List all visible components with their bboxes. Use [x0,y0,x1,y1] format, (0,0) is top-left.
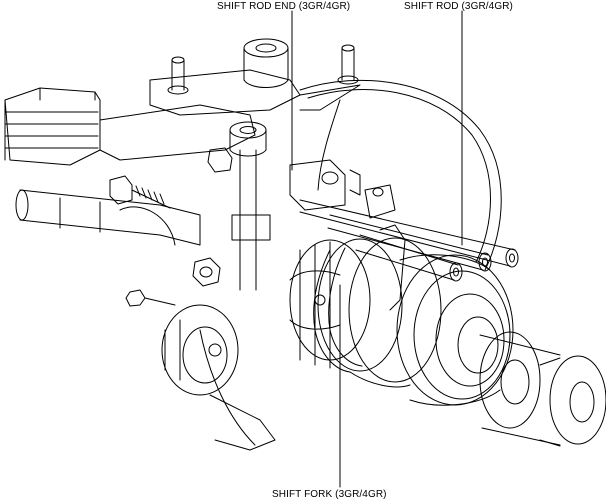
shift-lever-bracket [4,44,361,166]
shift-fork-label: SHIFT FORK (3GR/4GR) [272,489,387,500]
shift-fork-part [313,184,411,388]
shift-rod-end-label: SHIFT ROD END (3GR/4GR) [217,1,351,12]
input-shaft [15,189,201,246]
shift-rod-label: SHIFT ROD (3GR/4GR) [404,1,513,12]
output-shaft [479,331,606,447]
gear-stack [289,237,514,406]
bolts-and-springs [109,147,233,307]
leader-lines [291,10,463,488]
housing-outline [199,79,502,446]
lower-left-gear [161,304,276,451]
shift-rod-end-part [229,38,289,291]
